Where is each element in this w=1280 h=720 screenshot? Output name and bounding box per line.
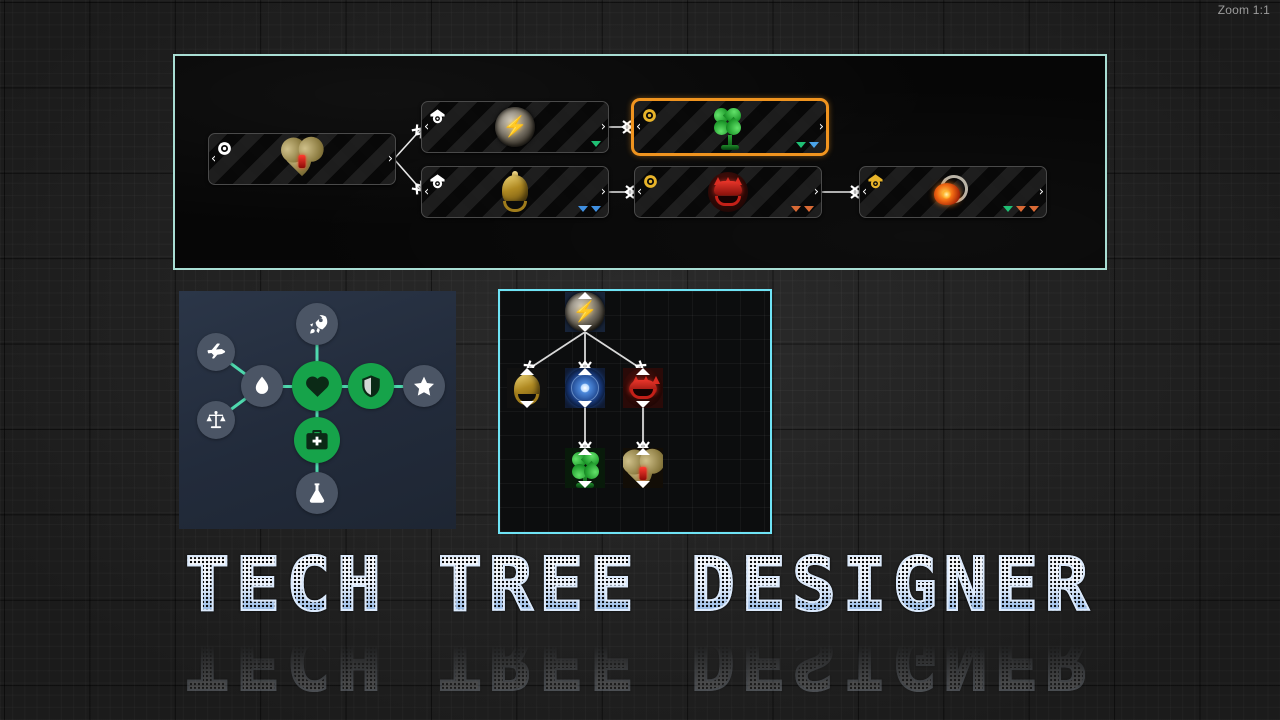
tree-node-heart[interactable] bbox=[623, 448, 663, 488]
tree-node-output-chevron[interactable] bbox=[578, 401, 592, 408]
node-output-port[interactable]: › bbox=[600, 184, 606, 200]
tech-tree-editor-panel[interactable]: ‹›‹›⚡‹›‹›‹›‹› bbox=[173, 54, 1107, 270]
zoom-level-label: Zoom 1:1 bbox=[1217, 3, 1270, 17]
node-badge-row bbox=[578, 206, 601, 212]
tree-node-fire-dragon[interactable] bbox=[623, 368, 663, 408]
preview-node-layer[interactable] bbox=[179, 291, 456, 529]
tech-node-card-luck[interactable]: ‹› bbox=[631, 98, 829, 156]
node-input-port[interactable]: ‹ bbox=[424, 184, 430, 200]
preview-edge bbox=[317, 384, 371, 388]
tree-node-output-chevron[interactable] bbox=[520, 401, 534, 408]
shield-circle-icon bbox=[429, 173, 446, 190]
node-badge-1 bbox=[591, 206, 601, 212]
node-output-port[interactable]: › bbox=[1038, 184, 1044, 200]
tree-node-output-chevron[interactable] bbox=[578, 481, 592, 488]
tech-node-card-fire-dragon[interactable]: ‹› bbox=[634, 166, 822, 218]
tech-node-card-thunder[interactable]: ‹ › ⚡ bbox=[421, 101, 609, 153]
node-input-port[interactable]: ‹ bbox=[424, 119, 430, 135]
node-output-port[interactable]: › bbox=[813, 184, 819, 200]
node-input-port[interactable]: ‹ bbox=[862, 184, 868, 200]
tree-node-clover[interactable] bbox=[565, 448, 605, 488]
target-circle-icon bbox=[642, 173, 659, 190]
tree-node-input-chevron[interactable] bbox=[578, 448, 592, 455]
tree-node-input-chevron[interactable] bbox=[636, 368, 650, 375]
skill-graph-preview-panel[interactable] bbox=[179, 291, 456, 529]
tech-node-card-golden-helm[interactable]: ‹› bbox=[421, 166, 609, 218]
golden-helm-icon bbox=[492, 169, 538, 215]
tech-node-card-fire-ring[interactable]: ‹› bbox=[859, 166, 1047, 218]
target-circle-icon bbox=[216, 140, 233, 157]
preview-edge-layer bbox=[179, 291, 456, 529]
fire-dragon-icon bbox=[705, 169, 751, 215]
thunder-disc-icon: ⚡ bbox=[492, 104, 538, 150]
tree-node-output-chevron[interactable] bbox=[636, 481, 650, 488]
node-badge-0 bbox=[791, 206, 801, 212]
preview-node-flask[interactable] bbox=[296, 472, 338, 514]
tree-node-golden-helm[interactable] bbox=[507, 368, 547, 408]
preview-edge bbox=[371, 384, 424, 388]
tree-node-input-chevron[interactable] bbox=[578, 292, 592, 299]
shield-icon bbox=[358, 373, 384, 399]
preview-node-rocket[interactable] bbox=[296, 303, 338, 345]
node-badge-row bbox=[591, 141, 601, 147]
preview-node-droplet[interactable] bbox=[241, 365, 283, 407]
node-badge-0 bbox=[578, 206, 588, 212]
tree-node-output-chevron[interactable] bbox=[636, 401, 650, 408]
editor-node-layer[interactable]: ‹›‹›⚡‹›‹›‹›‹› bbox=[175, 56, 1105, 268]
preview-node-plane[interactable] bbox=[197, 333, 235, 371]
tree-node-input-chevron[interactable] bbox=[520, 368, 534, 375]
tree-node-output-chevron[interactable] bbox=[578, 325, 592, 332]
node-input-port[interactable]: ‹ bbox=[637, 184, 643, 200]
tech-node-card-heart[interactable]: ‹› bbox=[208, 133, 396, 185]
medkit-icon bbox=[304, 427, 330, 453]
tree-node-input-chevron[interactable] bbox=[636, 448, 650, 455]
shield-circle-icon bbox=[429, 108, 446, 125]
node-output-port[interactable]: › bbox=[818, 119, 824, 135]
star-icon bbox=[412, 374, 436, 398]
preview-node-heart[interactable] bbox=[292, 361, 342, 411]
node-badge-1 bbox=[1016, 206, 1026, 212]
preview-node-shield[interactable] bbox=[348, 363, 394, 409]
tree-node-thunder[interactable]: ⚡ bbox=[565, 292, 605, 332]
node-output-port[interactable]: › bbox=[600, 119, 606, 135]
fire-ring-icon bbox=[930, 169, 976, 215]
tree-node-blue-orb[interactable] bbox=[565, 368, 605, 408]
node-output-port[interactable]: › bbox=[387, 151, 393, 167]
preview-node-medkit[interactable] bbox=[294, 417, 340, 463]
tree-node-input-chevron[interactable] bbox=[578, 368, 592, 375]
plane-icon bbox=[205, 341, 227, 363]
tree-panel-grid bbox=[500, 291, 770, 532]
flask-icon bbox=[305, 481, 329, 505]
node-badge-0 bbox=[591, 141, 601, 147]
droplet-icon bbox=[250, 374, 274, 398]
node-badge-2 bbox=[1029, 206, 1039, 212]
target-circle-icon bbox=[641, 107, 658, 124]
preview-edge bbox=[262, 384, 317, 388]
tech-tree-graph-panel[interactable]: ⚡ bbox=[498, 289, 772, 534]
heart-icon bbox=[303, 372, 332, 401]
node-badge-0 bbox=[1003, 206, 1013, 212]
node-badge-row bbox=[796, 142, 819, 148]
clover-icon bbox=[707, 104, 753, 150]
node-badge-row bbox=[791, 206, 814, 212]
rocket-icon bbox=[305, 312, 329, 336]
tree-node-layer[interactable]: ⚡ bbox=[500, 291, 770, 532]
preview-node-scales[interactable] bbox=[197, 401, 235, 439]
node-badge-0 bbox=[796, 142, 806, 148]
node-badge-1 bbox=[809, 142, 819, 148]
heart-amulet-icon bbox=[279, 136, 325, 182]
scales-icon bbox=[205, 409, 227, 431]
node-badge-1 bbox=[804, 206, 814, 212]
shield-circle-icon bbox=[867, 173, 884, 190]
node-input-port[interactable]: ‹ bbox=[636, 119, 642, 135]
node-input-port[interactable]: ‹ bbox=[211, 151, 217, 167]
preview-node-star[interactable] bbox=[403, 365, 445, 407]
node-badge-row bbox=[1003, 206, 1039, 212]
